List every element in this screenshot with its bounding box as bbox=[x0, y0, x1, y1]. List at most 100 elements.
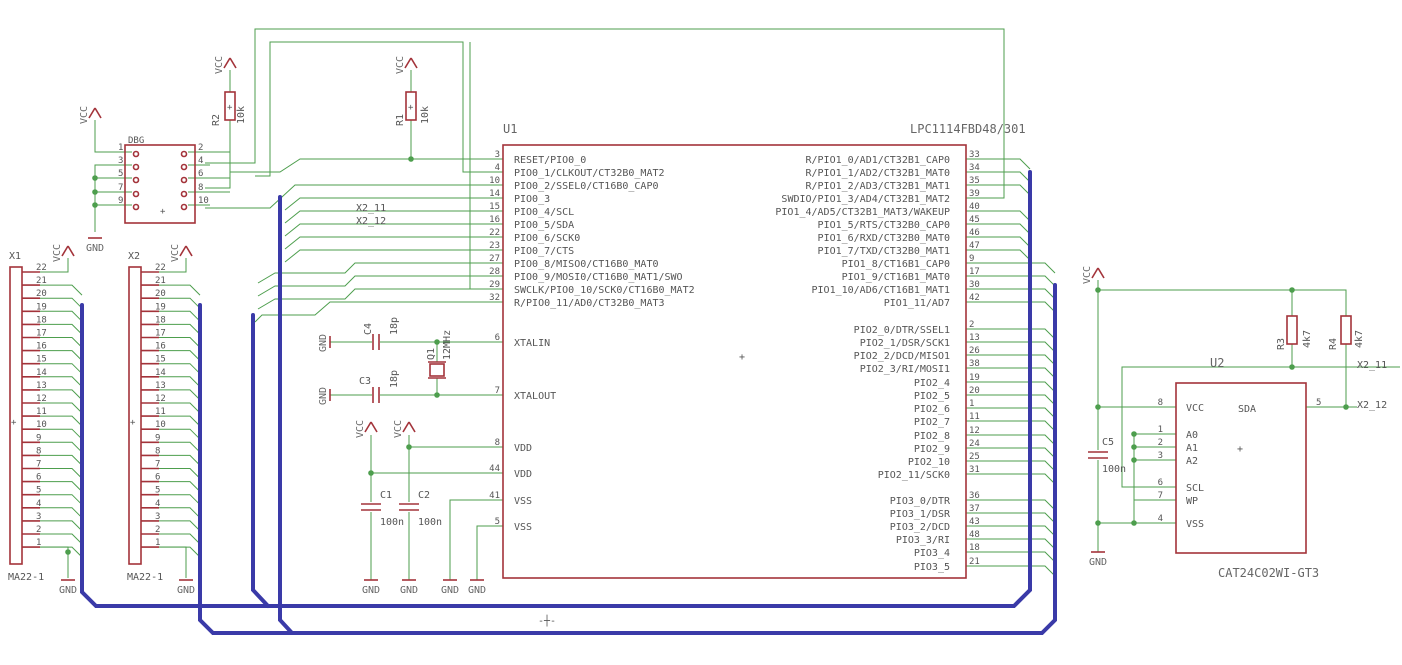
u2-pin-label: A0 bbox=[1186, 430, 1198, 441]
u1-pin-label: VSS bbox=[514, 496, 532, 507]
vcc-symbol bbox=[408, 421, 416, 433]
c2-name: C2 bbox=[418, 490, 430, 501]
header-bus-entry bbox=[40, 323, 83, 335]
u1-pin-num: 6 bbox=[495, 333, 500, 343]
header-bus-entry bbox=[159, 454, 201, 466]
q1-value: 12MHz bbox=[442, 330, 453, 360]
u1-pin-num: 36 bbox=[969, 491, 980, 501]
u1-pin-label: PIO1_7/TXD/CT32B0_MAT1 bbox=[818, 246, 950, 257]
vcc-symbol bbox=[88, 107, 96, 119]
header-pin-num: 13 bbox=[36, 381, 47, 391]
header-bus-entry bbox=[40, 454, 83, 466]
u2-pin-num: 7 bbox=[1158, 491, 1163, 501]
dbg-pin-num: 7 bbox=[118, 183, 123, 193]
u1-pin-num: 16 bbox=[489, 215, 500, 225]
vcc-label: VCC bbox=[395, 56, 406, 74]
dbg-name: DBG bbox=[128, 136, 144, 146]
r3-value: 4k7 bbox=[1302, 330, 1313, 348]
u2-sda-label: SDA bbox=[1238, 404, 1256, 415]
u1-pin-num: 20 bbox=[969, 386, 980, 396]
u1-pin-label: SWDIO/PIO1_3/AD4/CT32B1_MAT2 bbox=[781, 194, 950, 205]
r2-value: 10k bbox=[236, 106, 247, 124]
r1-body-origin: + bbox=[408, 103, 414, 113]
bus-entry bbox=[984, 288, 1056, 300]
header-body bbox=[9, 266, 23, 565]
u1-pin-label: XTALIN bbox=[514, 338, 550, 349]
junction-dot bbox=[408, 156, 414, 162]
u1-pin-label: PIO2_10 bbox=[908, 457, 950, 468]
u1-pin-num: 2 bbox=[969, 320, 974, 330]
vcc-label: VCC bbox=[355, 420, 366, 438]
u1-pin-label: PIO1_9/CT16B1_MAT0 bbox=[842, 272, 950, 283]
u2-pin-num: 6 bbox=[1158, 478, 1163, 488]
dbg-pin-num: 3 bbox=[118, 156, 123, 166]
junction-dot bbox=[1131, 431, 1137, 437]
bus-secondary bbox=[278, 195, 1057, 635]
bus-entry bbox=[984, 262, 1056, 274]
dbg-pin-pad bbox=[132, 150, 140, 158]
junction-dot bbox=[1131, 457, 1137, 463]
bus-entry bbox=[984, 223, 1031, 235]
u1-pin-label: PIO2_5 bbox=[914, 391, 950, 402]
c1-name: C1 bbox=[380, 490, 392, 501]
dbg-pin-pad bbox=[180, 190, 188, 198]
u2-pin-num: 4 bbox=[1158, 514, 1163, 524]
gnd-label: GND bbox=[400, 585, 418, 596]
u1-pin-label: PIO2_9 bbox=[914, 444, 950, 455]
bus-entry bbox=[984, 473, 1056, 485]
header-bus-entry bbox=[40, 297, 83, 309]
header-pin-num: 7 bbox=[155, 460, 160, 470]
vss-5 bbox=[476, 525, 485, 580]
vcc-symbol bbox=[410, 57, 418, 69]
u1-pin-num: 45 bbox=[969, 215, 980, 225]
c3-name: C3 bbox=[359, 376, 371, 387]
dbg-vcc-net bbox=[94, 120, 110, 153]
q1-body bbox=[429, 363, 445, 377]
vcc-label: VCC bbox=[170, 244, 181, 262]
bus-entry bbox=[984, 210, 1031, 222]
c3-value: 18p bbox=[389, 370, 400, 388]
u1-pin-num: 42 bbox=[969, 293, 980, 303]
gnd-label: GND bbox=[441, 585, 459, 596]
r1-value: 10k bbox=[420, 106, 431, 124]
bus-entry bbox=[984, 551, 1056, 563]
header-pin-num: 8 bbox=[36, 446, 41, 456]
header-pin-num: 18 bbox=[36, 315, 47, 325]
dbg-origin: + bbox=[160, 207, 166, 217]
r1-name: R1 bbox=[395, 114, 406, 126]
header-bus-entry bbox=[159, 533, 201, 545]
u2-vcc-top bbox=[1097, 280, 1347, 316]
header-bus-entry bbox=[40, 481, 83, 492]
bus-entry bbox=[984, 512, 1056, 524]
bus-entry bbox=[254, 301, 485, 323]
u1-pin-label: PIO0_3 bbox=[514, 194, 550, 205]
junction-dot bbox=[65, 549, 71, 555]
bus-entry bbox=[984, 565, 1056, 577]
bus-entry bbox=[257, 275, 485, 297]
u1-pin-label: R/PIO1_0/AD1/CT32B1_CAP0 bbox=[806, 155, 951, 166]
vcc-symbol bbox=[404, 57, 412, 69]
gnd-label: GND bbox=[86, 243, 104, 254]
header-pin-num: 16 bbox=[155, 342, 166, 352]
header-pin-num: 9 bbox=[36, 433, 41, 443]
header-pin-num: 13 bbox=[155, 381, 166, 391]
header-pin-num: 15 bbox=[36, 355, 47, 365]
u1-pin-num: 46 bbox=[969, 228, 980, 238]
u1-pin-num: 9 bbox=[969, 254, 974, 264]
header-bus-entry bbox=[159, 363, 201, 375]
gnd-label: GND bbox=[468, 585, 486, 596]
dbg-pin-num: 5 bbox=[118, 169, 123, 179]
header-pin-num: 1 bbox=[155, 538, 160, 548]
u1-pin-num: 1 bbox=[969, 399, 974, 409]
junction-dot bbox=[434, 392, 440, 398]
u1-pin-num: 15 bbox=[489, 202, 500, 212]
header-bus-entry bbox=[40, 310, 83, 322]
u1-pin-label: VDD bbox=[514, 443, 532, 454]
u1-name: U1 bbox=[503, 122, 517, 136]
u1-pin-num: 23 bbox=[489, 241, 500, 251]
header-bus-entry bbox=[159, 468, 201, 479]
dbg-body bbox=[124, 144, 196, 224]
u1-pin-num: 30 bbox=[969, 280, 980, 290]
u1-pin-label: PIO0_7/CTS bbox=[514, 246, 574, 257]
